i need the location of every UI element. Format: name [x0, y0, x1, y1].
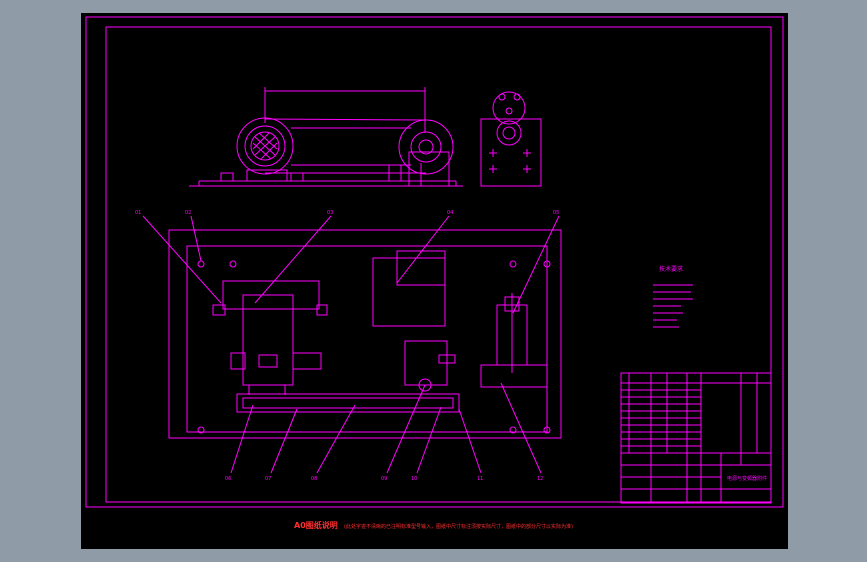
label-01: 01 — [135, 210, 141, 216]
drawing-sheet: 01 02 03 04 05 06 07 08 09 10 11 12 — [81, 13, 788, 549]
technical-notes-title: 技术要求 — [659, 265, 683, 273]
footer-description: (此处字迹不清晰的已注明标准型号输入，图纸中尺寸标注须按实际尺寸，图纸中的部分尺… — [344, 524, 573, 530]
side-elevation-view — [480, 91, 542, 187]
label-02: 02 — [185, 210, 191, 216]
motor-hatch — [252, 132, 278, 160]
drawing-title: 电源与变频器附件 — [727, 475, 767, 482]
part-callouts: 01 02 03 04 05 06 07 08 09 10 11 12 — [135, 210, 560, 482]
label-05: 05 — [553, 210, 559, 216]
title-block: 电源与变频器附件 — [620, 372, 772, 504]
label-06: 06 — [225, 476, 231, 482]
technical-notes: 技术要求 — [653, 265, 693, 328]
label-08: 08 — [311, 476, 317, 482]
plan-view — [168, 229, 562, 439]
front-elevation-view — [189, 87, 463, 187]
inner-border — [105, 26, 772, 503]
label-09: 09 — [381, 476, 387, 482]
outer-border — [85, 16, 784, 508]
label-03: 03 — [327, 210, 333, 216]
label-04: 04 — [447, 210, 453, 216]
footer-title: A0图纸说明 — [294, 521, 338, 530]
label-07: 07 — [265, 476, 271, 482]
cad-drawing: 01 02 03 04 05 06 07 08 09 10 11 12 — [85, 16, 784, 508]
label-11: 11 — [477, 476, 483, 482]
label-10: 10 — [411, 476, 417, 482]
label-12: 12 — [537, 476, 543, 482]
